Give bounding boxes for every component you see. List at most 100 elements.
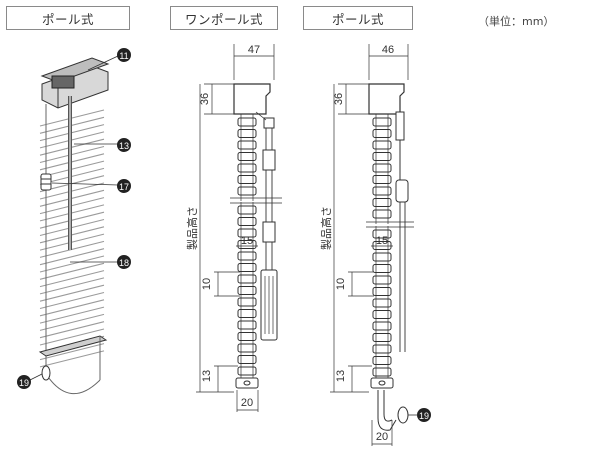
svg-text:17: 17 [119, 182, 129, 192]
cord-stopper [395, 179, 409, 203]
slat [372, 209, 392, 219]
callout-19-left: 19 [17, 375, 31, 389]
dim-width-top: 47 [248, 44, 260, 56]
slat [372, 117, 392, 127]
slat [39, 343, 105, 361]
slat [237, 366, 257, 376]
slat [39, 277, 105, 295]
slat [237, 286, 257, 295]
dim-bottom-width: 20 [376, 431, 388, 443]
slat [372, 229, 392, 239]
slat [237, 274, 257, 284]
callout-17: 17 [117, 179, 131, 193]
callout-18: 18 [117, 255, 131, 269]
slat [237, 163, 257, 173]
slat [372, 367, 392, 377]
dim-slat-gap: 10 [335, 278, 347, 290]
slat [237, 175, 257, 184]
callout-13: 13 [117, 138, 131, 152]
dim-bottom-height: 13 [201, 370, 213, 382]
slat [372, 275, 392, 285]
cord-tassel [397, 406, 409, 424]
slat [237, 343, 257, 353]
dim-slat-gap: 10 [201, 278, 213, 290]
slat [237, 117, 257, 127]
slat [39, 255, 105, 273]
cord-loop [45, 373, 101, 395]
pole-joint [263, 117, 275, 129]
slat [372, 287, 392, 296]
slat [372, 140, 392, 150]
dim-head-height: 36 [199, 93, 211, 105]
slat [372, 175, 392, 184]
slat [39, 328, 105, 346]
tab-one-pole-type: ワンポール式 [170, 6, 278, 30]
slat [372, 333, 392, 342]
slat [372, 252, 392, 262]
svg-text:11: 11 [119, 51, 128, 61]
dim-width-top: 46 [382, 44, 394, 56]
slat [39, 299, 105, 317]
slat [237, 297, 257, 307]
bottom-rail [38, 335, 108, 357]
slat [372, 321, 392, 331]
slat [372, 356, 392, 365]
slat [237, 186, 257, 196]
slat [237, 332, 257, 341]
slat [39, 313, 105, 331]
svg-text:19: 19 [419, 411, 429, 421]
callout-19-right: 19 [417, 408, 431, 422]
slat [372, 198, 392, 207]
slat [39, 248, 105, 266]
headbox [368, 83, 405, 115]
slat [237, 140, 257, 150]
headbox [233, 83, 271, 115]
callout-11: 11 [117, 48, 131, 62]
dim-product-height: 製品高さ [185, 206, 199, 250]
slat [372, 129, 392, 138]
tab-pole-type-right: ポール式 [303, 6, 413, 30]
slat [39, 350, 105, 368]
slat [372, 186, 392, 196]
dim-head-height: 36 [333, 93, 345, 105]
dim-product-height: 製品高さ [319, 206, 333, 250]
slat [372, 344, 392, 354]
cord-tassel [41, 365, 51, 381]
svg-text:19: 19 [19, 378, 29, 388]
cord-stopper [40, 173, 52, 191]
slat [372, 163, 392, 173]
dim-slat-pitch: 15 [376, 235, 388, 247]
slat [39, 262, 105, 280]
slat [372, 310, 392, 319]
slat [237, 228, 257, 238]
pole-top [395, 111, 405, 141]
svg-text:13: 13 [119, 141, 129, 151]
dim-slat-pitch: 15 [241, 235, 253, 247]
slat [39, 284, 105, 302]
slat [237, 129, 257, 138]
slat [237, 263, 257, 272]
slat [237, 320, 257, 330]
slat-column [372, 114, 392, 380]
dim-bottom-width: 20 [241, 397, 253, 409]
one-pole-section: 47 36 製品高さ 15 10 13 20 [185, 44, 282, 412]
dim-bottom-height: 13 [335, 370, 347, 382]
slat [39, 270, 105, 288]
slat [39, 291, 105, 310]
svg-text:18: 18 [119, 258, 129, 268]
slat [237, 205, 257, 215]
slat [237, 251, 257, 261]
slat [39, 321, 105, 339]
slat [372, 298, 392, 308]
slat [237, 217, 257, 226]
slat [237, 152, 257, 161]
pole-mount [51, 75, 75, 89]
tab-pole-type-left: ポール式 [6, 6, 130, 30]
perspective-drawing [29, 55, 119, 395]
slat [237, 240, 257, 249]
slat [372, 152, 392, 161]
slat [372, 264, 392, 273]
slat [372, 241, 392, 250]
unit-label: （単位：mm） [478, 15, 555, 28]
